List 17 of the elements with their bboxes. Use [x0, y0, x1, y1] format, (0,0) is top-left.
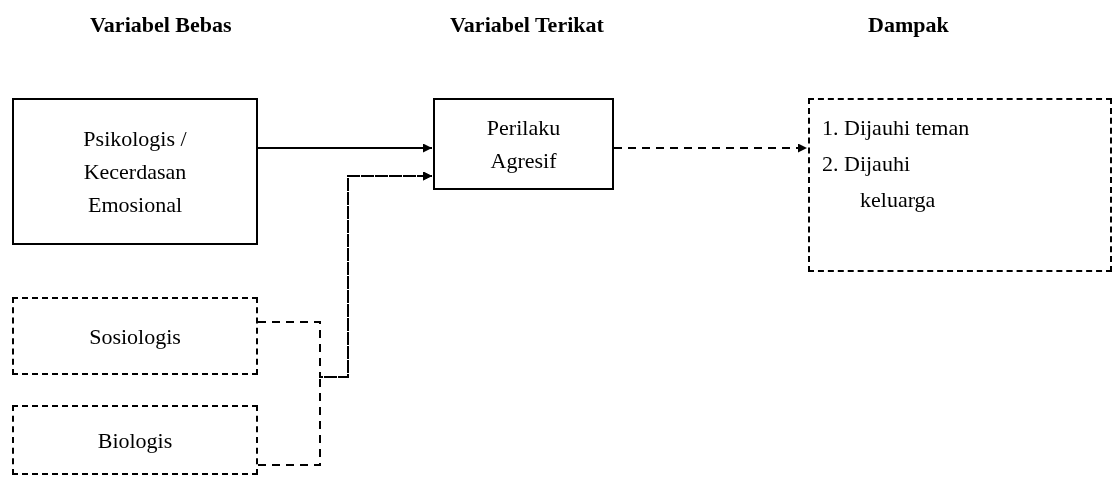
column-heading: Variabel Terikat	[450, 12, 604, 38]
node-label: Psikologis / Kecerdasan Emosional	[82, 125, 188, 219]
node-label: Sosiologis	[89, 322, 181, 351]
node-label: Biologis	[97, 426, 173, 455]
column-heading: Variabel Bebas	[90, 12, 232, 38]
arrow	[613, 143, 808, 153]
outcome-box	[808, 98, 1112, 272]
node-label: Perilaku Agresif	[485, 114, 562, 175]
arrow	[257, 143, 433, 153]
process-box	[12, 98, 258, 245]
arrow	[257, 171, 433, 466]
column-heading: Dampak	[868, 12, 949, 38]
list-item: 2. Dijauhi keluarga	[822, 150, 937, 214]
list-item: 1. Dijauhi teman	[822, 114, 971, 142]
factor-box	[12, 405, 258, 475]
process-box	[433, 98, 614, 190]
factor-box	[12, 297, 258, 375]
